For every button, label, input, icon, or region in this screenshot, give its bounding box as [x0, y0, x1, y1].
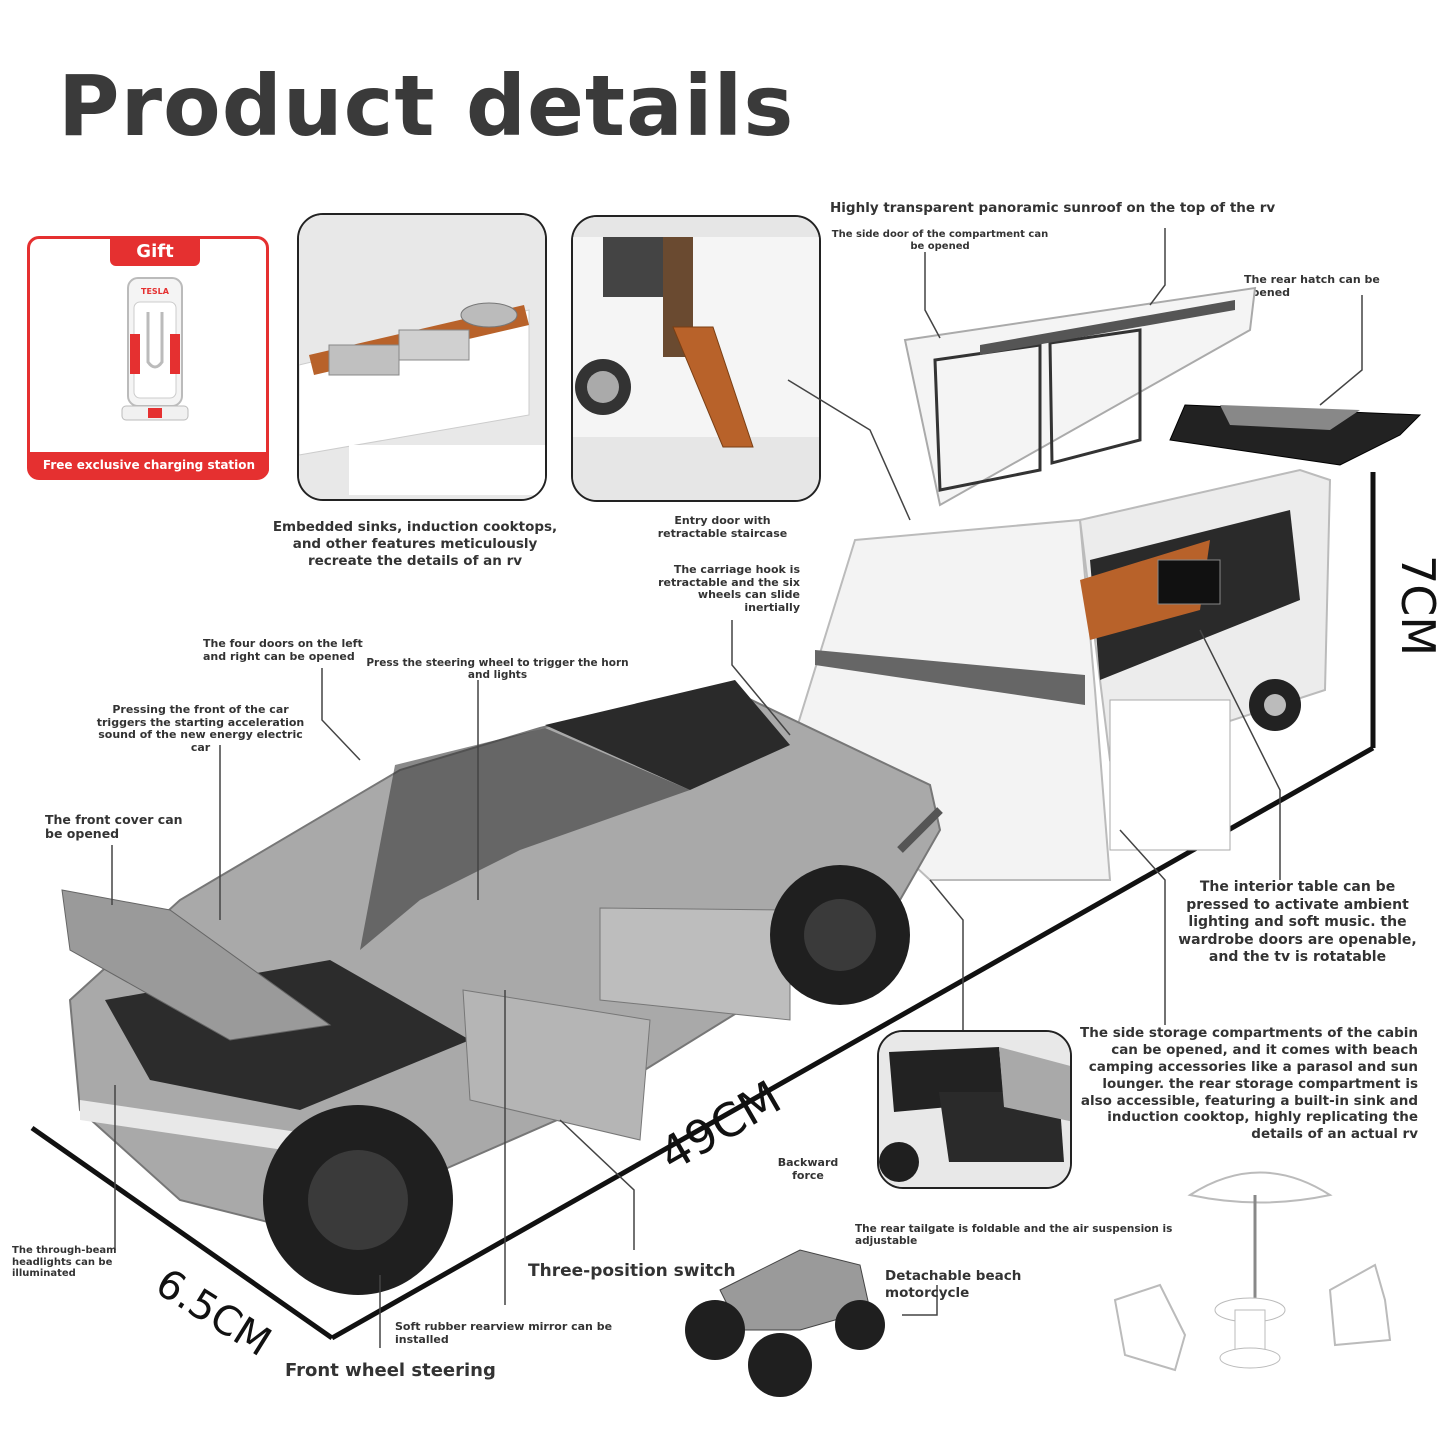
- headlights-caption: The through-beam headlights can be illum…: [12, 1245, 117, 1279]
- side-storage-caption: The side storage compartments of the cab…: [1080, 1025, 1418, 1143]
- gift-tab: Gift: [110, 238, 200, 266]
- four-doors-caption: The four doors on the left and right can…: [203, 637, 363, 663]
- side-door-caption: The side door of the compartment can be …: [831, 229, 1049, 252]
- entry-door-photo: [571, 215, 821, 502]
- rear-hatch-caption: The rear hatch can be opened: [1244, 273, 1380, 299]
- rearview-mirror-caption: Soft rubber rearview mirror can be insta…: [395, 1320, 613, 1346]
- entry-door-caption: Entry door with retractable staircase: [657, 514, 788, 540]
- backward-force-caption: Backward force: [777, 1156, 839, 1182]
- beach-motorcycle-caption: Detachable beach motorcycle: [885, 1268, 1022, 1301]
- front-wheel-caption: Front wheel steering: [285, 1360, 496, 1381]
- carriage-hook-caption: The carriage hook is retractable and the…: [658, 563, 800, 614]
- tailgate-caption: The rear tailgate is foldable and the ai…: [855, 1223, 1173, 1248]
- tailgate-photo: [877, 1030, 1072, 1189]
- charging-station-image: TESLA: [121, 277, 189, 421]
- front-cover-caption: The front cover can be opened: [45, 812, 183, 842]
- three-position-caption: Three-position switch: [528, 1261, 736, 1281]
- sinks-caption: Embedded sinks, induction cooktops, and …: [272, 519, 558, 569]
- steering-horn-caption: Press the steering wheel to trigger the …: [366, 657, 629, 682]
- sunroof-caption: Highly transparent panoramic sunroof on …: [830, 200, 1276, 216]
- acceleration-sound-caption: Pressing the front of the car triggers t…: [96, 703, 305, 754]
- height-dimension: 7CM: [1391, 555, 1440, 657]
- interior-table-caption: The interior table can be pressed to act…: [1178, 879, 1417, 965]
- page-title: Product details: [58, 57, 795, 155]
- gift-caption: Free exclusive charging station: [29, 452, 269, 478]
- sink-photo: [297, 213, 547, 501]
- station-logo: TESLA: [141, 287, 170, 296]
